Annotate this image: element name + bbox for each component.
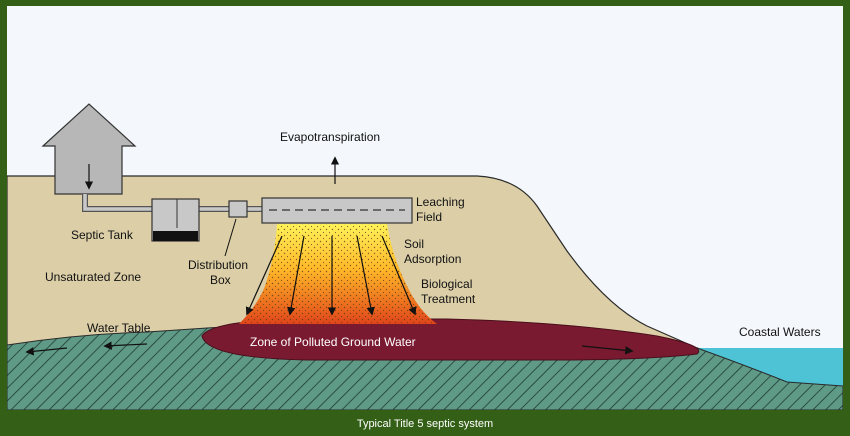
label-polluted-zone: Zone of Polluted Ground Water [250, 335, 416, 349]
figure-caption: Typical Title 5 septic system [356, 418, 494, 430]
label-soil-adsorption-1: Soil [404, 237, 424, 251]
pipe-house-to-tank [82, 194, 152, 212]
plume-arrow-2 [287, 235, 305, 316]
septic-system-diagram: Evapotranspiration Leaching Field Septic… [7, 6, 843, 410]
label-unsaturated-zone: Unsaturated Zone [45, 270, 141, 284]
house [41, 103, 137, 195]
septic-tank [151, 198, 200, 242]
plume-arrow-5 [381, 235, 417, 316]
coastal-water [697, 348, 843, 386]
label-soil-adsorption-2: Adsorption [404, 252, 461, 266]
water-table-arrow-1 [103, 341, 148, 350]
label-distribution-box-2: Box [210, 273, 231, 287]
flow-arrow-right [581, 345, 634, 355]
plume-arrow-1 [245, 235, 283, 316]
label-leaching-field-2: Field [416, 210, 442, 224]
label-biological-treatment-2: Treatment [421, 292, 476, 306]
plume-arrow-4 [356, 235, 375, 316]
label-biological-treatment-1: Biological [421, 277, 472, 291]
label-distribution-box-1: Distribution [188, 258, 248, 272]
distribution-box-leader [224, 218, 237, 257]
leaching-field [261, 197, 413, 224]
label-septic-tank: Septic Tank [71, 228, 134, 242]
label-coastal-waters: Coastal Waters [739, 325, 821, 339]
label-water-table: Water Table [87, 321, 151, 335]
distribution-box [228, 200, 248, 218]
water-table-arrow-2 [25, 347, 68, 356]
label-leaching-field-1: Leaching [416, 195, 465, 209]
label-evapotranspiration: Evapotranspiration [280, 130, 380, 144]
